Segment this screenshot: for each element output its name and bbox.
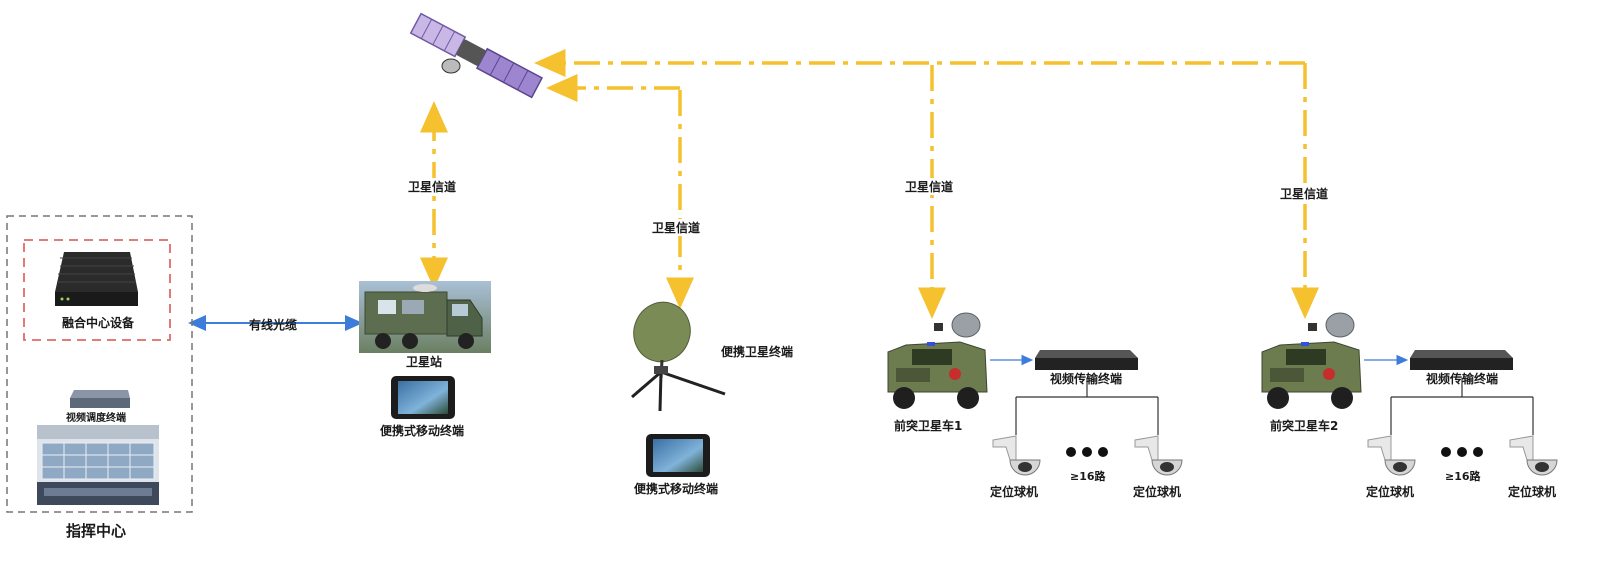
- camera-2-left-label: 定位球机: [1366, 485, 1415, 499]
- ellipsis-dots-2: [1441, 447, 1483, 457]
- portable-mobile-terminal-label-1: 便携式移动终端: [380, 424, 465, 438]
- dispatch-terminal-label: 视频调度终端: [66, 413, 126, 424]
- satellite-links: [420, 49, 1319, 319]
- portable-satellite-terminal-icon: [631, 301, 726, 412]
- camera-1-right-icon: [1134, 435, 1183, 476]
- vehicle-1-label: 前突卫星车1: [894, 419, 963, 433]
- camera-2-right-label: 定位球机: [1508, 485, 1557, 499]
- portable-satellite-terminal-label: 便携卫星终端: [721, 345, 794, 359]
- tablet-icon-2: [646, 434, 710, 477]
- camera-1-right-label: 定位球机: [1133, 485, 1182, 499]
- satellite-station-label: 卫星站: [406, 355, 443, 369]
- video-terminal-2-icon: [1410, 350, 1513, 370]
- fiber-link-label: 有线光缆: [249, 318, 298, 332]
- video-terminal-1-label: 视频传输终端: [1050, 372, 1123, 386]
- dispatch-terminal-icon: [70, 390, 130, 408]
- vehicle-2-icon: [1261, 312, 1362, 409]
- camera-tree-2: [1390, 378, 1534, 435]
- video-terminal-1-icon: [1035, 350, 1138, 370]
- channels-1-label: ≥16路: [1070, 470, 1106, 483]
- fusion-device-label: 融合中心设备: [62, 316, 135, 330]
- video-terminal-2-label: 视频传输终端: [1426, 372, 1499, 386]
- camera-tree-1: [1015, 378, 1159, 435]
- channels-2-label: ≥16路: [1445, 470, 1481, 483]
- tablet-icon-1: [391, 376, 455, 419]
- fusion-device-frame: [23, 239, 171, 341]
- command-center: [6, 215, 193, 513]
- portable-mobile-terminal-label-2: 便携式移动终端: [634, 482, 719, 496]
- vehicle-2-label: 前突卫星车2: [1270, 419, 1339, 433]
- ellipsis-dots-1: [1066, 447, 1108, 457]
- sat-channel-label-1: 卫星信道: [408, 178, 457, 195]
- sat-channel-label-3: 卫星信道: [905, 178, 954, 195]
- satellite-icon: [409, 12, 544, 99]
- camera-2-right-icon: [1509, 435, 1558, 476]
- vehicle-1-icon: [887, 312, 988, 409]
- camera-1-left-label: 定位球机: [990, 485, 1039, 499]
- camera-1-left-icon: [992, 435, 1041, 476]
- video-wall-image: [37, 425, 159, 505]
- command-center-title: 指挥中心: [66, 522, 127, 540]
- sat-channel-label-4: 卫星信道: [1280, 185, 1329, 202]
- camera-2-left-icon: [1367, 435, 1416, 476]
- sat-channel-label-2: 卫星信道: [652, 219, 701, 236]
- fusion-device-icon: [55, 252, 138, 306]
- satellite-station-truck-icon: [359, 281, 491, 353]
